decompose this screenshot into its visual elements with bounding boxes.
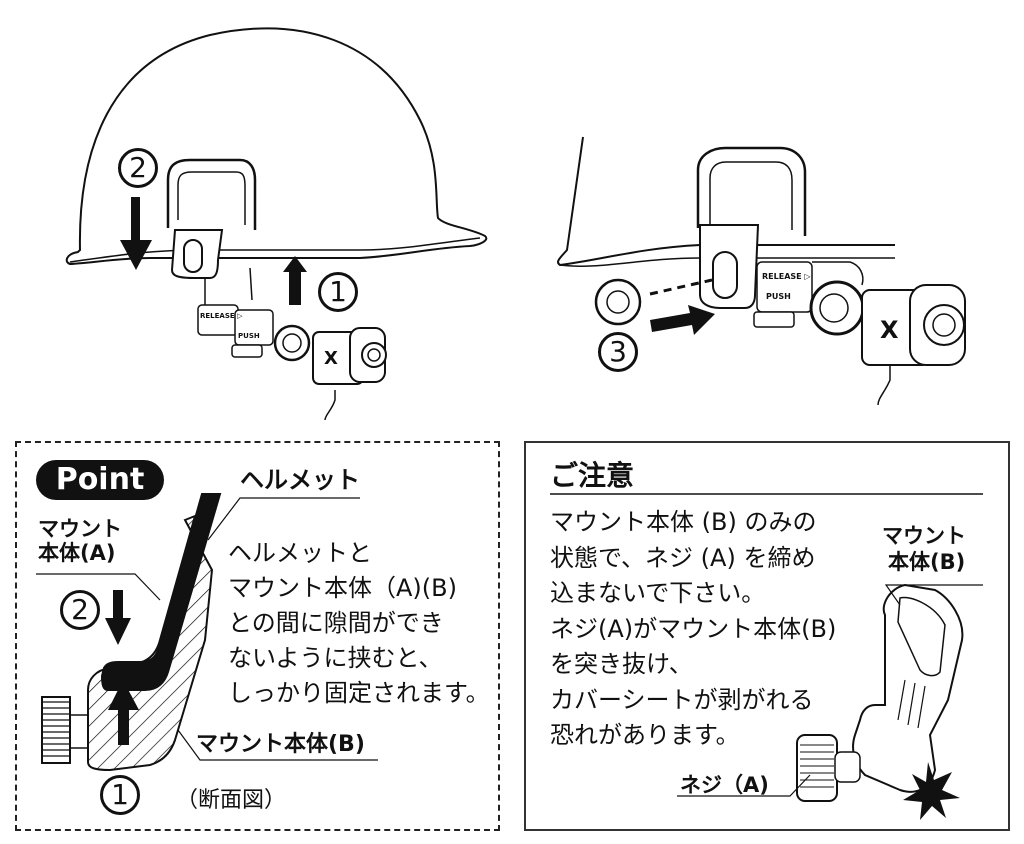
caution-label-mount-b-line2: 本体(B) <box>888 550 966 574</box>
label-helmet: ヘルメット <box>240 466 360 494</box>
caution-line: 状態で、ネジ (A) を締め <box>550 543 816 572</box>
step-2-arrow-head <box>120 240 152 270</box>
label-mount-a-line2: 本体(A) <box>38 541 116 565</box>
step-1-marker: 1 <box>318 272 358 312</box>
label-mount-a-line1: マウント <box>38 517 122 541</box>
helmet-cross-section <box>100 493 222 691</box>
helmet-shell <box>65 27 488 266</box>
caution-line: マウント本体 (B) のみの <box>550 508 817 536</box>
point-step-1-arrow-shaft <box>118 705 129 745</box>
point-line: ないように挟むと、 <box>228 644 443 672</box>
point-step-1-arrow-head <box>108 680 139 710</box>
push-label-closeup: PUSH <box>766 292 791 301</box>
leader-caution-screw <box>677 774 811 797</box>
point-box <box>15 441 500 831</box>
release-label-closeup: RELEASE ▷ <box>762 272 811 281</box>
caution-line: を突き抜け、 <box>550 650 693 678</box>
step-1-arrow-shaft <box>289 270 301 305</box>
cross-section-caption: （断面図） <box>176 788 287 813</box>
caution-line: 込まないで下さい。 <box>550 579 766 607</box>
caution-line: カバーシートが剥がれる <box>550 685 814 714</box>
warning-star-icon <box>903 762 960 820</box>
step-1-arrow-head <box>283 256 307 272</box>
caution-line: 恐れがあります。 <box>550 721 740 749</box>
leader-mount-b <box>177 729 378 761</box>
push-label: PUSH <box>238 332 260 340</box>
mount-a-clip-closeup <box>696 146 807 236</box>
leader-mount-a <box>36 573 161 601</box>
point-badge: Point <box>36 460 164 500</box>
mount-a-clip <box>166 158 257 230</box>
leader-helmet <box>207 497 360 541</box>
camera-logo: X <box>324 348 338 369</box>
step-2-arrow-shaft <box>131 197 140 242</box>
release-label: RELEASE ▷ <box>200 312 243 320</box>
step-3-arrow <box>650 305 715 335</box>
point-body-text: ヘルメットと マウント本体（A)(B) との間に隙間ができ ないように挟むと、 … <box>228 536 490 711</box>
caution-line: ネジ(A)がマウント本体(B) <box>550 614 837 643</box>
point-step-1-marker: 1 <box>100 775 140 815</box>
caution-title: ご注意 <box>550 459 635 492</box>
screw-path-dashed <box>649 278 713 296</box>
label-mount-b: マウント本体(B) <box>196 732 365 757</box>
point-line: マウント本体（A)(B) <box>228 574 457 602</box>
point-step-2-arrow-shaft <box>113 590 123 620</box>
caution-label-screw-a: ネジ（A) <box>680 773 769 797</box>
point-step-2-arrow-head <box>105 618 131 645</box>
caution-box <box>524 441 1010 831</box>
step-2-marker: 2 <box>118 148 158 188</box>
leader-caution-mount-b <box>884 584 983 606</box>
caution-body-text: マウント本体 (B) のみの 状態で、ネジ (A) を締め 込まないで下さい。 … <box>550 505 836 754</box>
caution-label-mount-b-line1: マウント <box>882 524 966 548</box>
point-line: との間に隙間ができ <box>228 609 444 637</box>
point-step-2-marker: 2 <box>60 590 100 630</box>
point-line: しっかり固定されます。 <box>228 679 490 707</box>
point-line: ヘルメットと <box>228 539 372 567</box>
step-3-marker: 3 <box>598 332 638 372</box>
helmet-shell-closeup <box>557 136 895 267</box>
camera-logo-closeup: X <box>880 316 899 344</box>
